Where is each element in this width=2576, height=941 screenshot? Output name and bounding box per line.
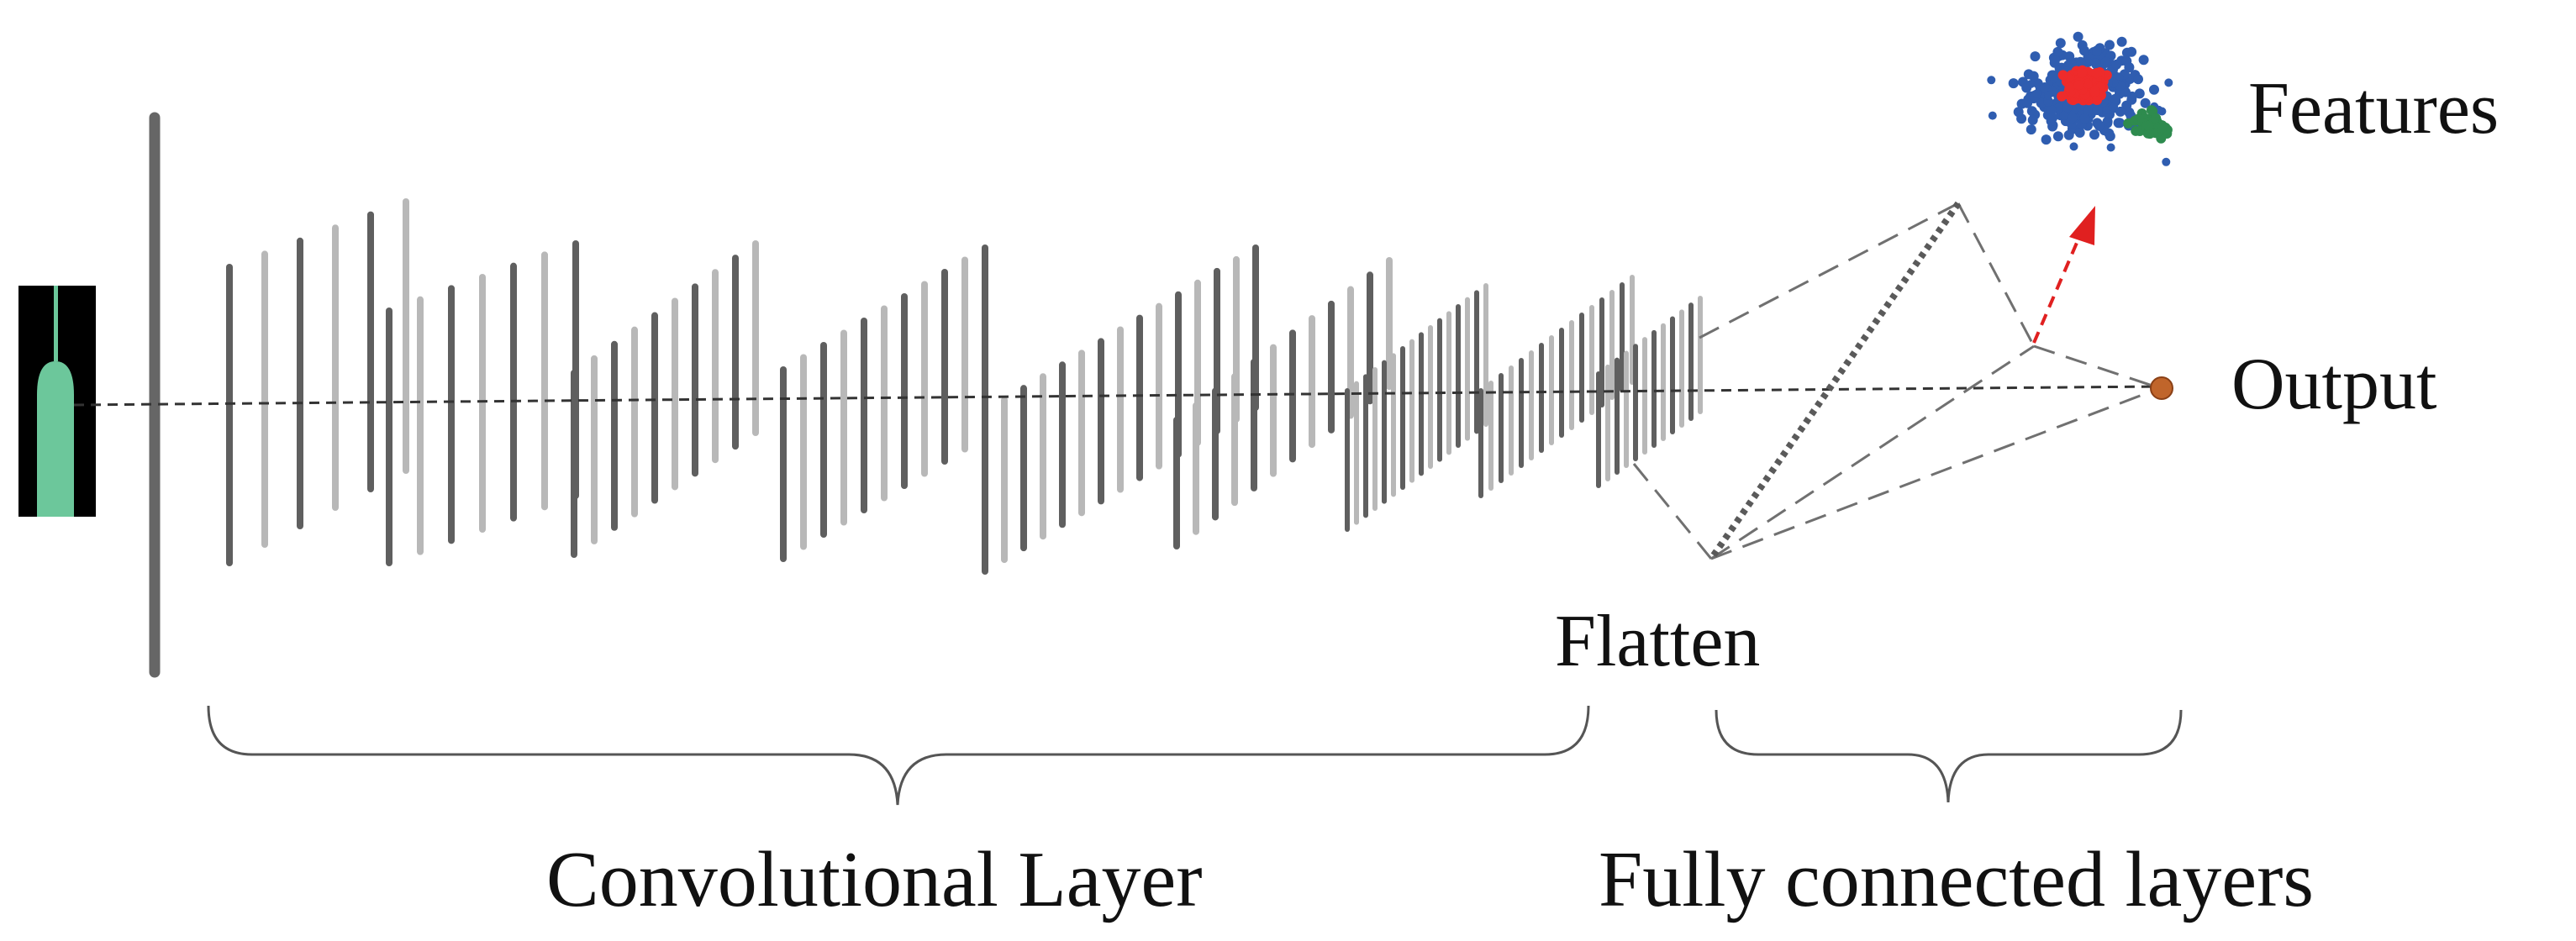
feature-point-green xyxy=(2146,105,2157,116)
feature-point-blue xyxy=(2149,84,2159,95)
feature-point-red xyxy=(2064,82,2075,93)
feature-point-blue xyxy=(2028,71,2039,81)
feature-point-blue xyxy=(2039,82,2050,92)
feature-point-blue xyxy=(2105,131,2115,142)
fc-line-node-c-to-node-b xyxy=(1710,344,2035,560)
output-node xyxy=(2150,376,2173,400)
feature-point-red xyxy=(2082,78,2093,89)
feature-point-blue xyxy=(2044,91,2052,100)
feature-point-blue xyxy=(2069,142,2078,151)
data-flow-dashed-line xyxy=(73,385,2161,407)
input-image-stem xyxy=(54,286,58,361)
feature-point-blue xyxy=(2089,129,2099,140)
feature-scatter-cluster xyxy=(1987,31,2173,166)
feature-point-red xyxy=(2091,68,2102,79)
flatten-label: Flatten xyxy=(1555,601,1760,682)
feature-point-blue xyxy=(2008,78,2019,89)
feature-point-green xyxy=(2157,122,2168,133)
feature-point-red xyxy=(2092,95,2103,105)
fully-connected-lines xyxy=(1632,201,2161,561)
feature-point-blue xyxy=(2041,134,2052,145)
feature-point-blue xyxy=(2126,94,2137,105)
feature-point-blue xyxy=(2073,31,2083,42)
feature-point-blue xyxy=(2043,96,2053,107)
fc-line-node-b-to-output xyxy=(2033,344,2161,390)
input-image xyxy=(18,286,96,517)
feature-point-blue xyxy=(2116,36,2127,47)
feature-point-blue xyxy=(2022,97,2033,108)
feature-point-blue xyxy=(2162,157,2171,166)
feature-point-blue xyxy=(2140,97,2151,108)
feature-point-blue xyxy=(2032,89,2041,98)
feature-point-blue xyxy=(2094,120,2105,131)
feature-point-blue xyxy=(2074,127,2085,138)
feature-point-blue xyxy=(2027,114,2038,125)
fc-line-node-a-to-node-b xyxy=(1957,202,2036,347)
output-label: Output xyxy=(2231,344,2436,425)
feature-point-blue xyxy=(1987,76,1996,85)
fc-line-flatten-bottom-to-node-c xyxy=(1632,463,1713,560)
feature-point-blue xyxy=(2052,131,2063,142)
feature-point-blue xyxy=(2026,124,2036,135)
feature-point-red xyxy=(2057,70,2068,81)
feature-point-blue xyxy=(2138,55,2149,66)
feature-point-red xyxy=(2057,91,2068,102)
fully-connected-layers-label: Fully connected layers xyxy=(1599,836,2314,923)
feature-point-blue xyxy=(2026,80,2036,88)
feature-point-red xyxy=(2077,67,2088,78)
feature-point-blue xyxy=(2100,56,2111,67)
convolutional-layer-bars xyxy=(226,198,1703,575)
feature-point-blue xyxy=(2030,51,2041,62)
input-image-shape xyxy=(37,361,74,517)
convolutional-layer-label: Convolutional Layer xyxy=(546,836,1203,923)
feature-point-blue xyxy=(2111,59,2122,70)
fully-connected-layers-brace xyxy=(1715,709,2183,803)
feature-point-red xyxy=(2073,80,2084,91)
fc-line-flatten-top-to-node-a xyxy=(1699,202,1959,339)
feature-point-blue xyxy=(1988,111,1997,120)
feature-point-blue xyxy=(2055,38,2066,49)
features-arrow-head xyxy=(2069,206,2095,245)
feature-point-blue xyxy=(2110,93,2120,104)
feature-point-blue xyxy=(2046,105,2057,115)
feature-point-red xyxy=(2089,87,2100,97)
feature-point-blue xyxy=(2079,113,2090,124)
features-arrow xyxy=(2032,206,2095,344)
feature-point-blue xyxy=(2124,62,2135,73)
feature-point-blue xyxy=(2052,46,2063,57)
feature-point-blue xyxy=(2121,47,2132,58)
feature-point-blue xyxy=(2076,57,2087,68)
feature-point-blue xyxy=(2115,118,2126,129)
feature-point-green xyxy=(2143,121,2154,131)
feature-point-blue xyxy=(2105,39,2115,50)
feature-point-blue xyxy=(2059,109,2069,120)
feature-point-blue xyxy=(2064,51,2075,62)
feature-point-blue xyxy=(2115,106,2126,117)
feature-point-blue xyxy=(2134,88,2145,99)
feature-point-blue xyxy=(2106,143,2115,152)
feature-point-blue xyxy=(2050,55,2060,66)
feature-point-blue xyxy=(2067,113,2078,124)
feature-point-blue xyxy=(2062,102,2073,113)
features-label: Features xyxy=(2248,68,2499,150)
feature-point-blue xyxy=(2092,105,2103,115)
feature-point-blue xyxy=(2079,45,2089,56)
feature-point-blue xyxy=(2092,45,2102,56)
feature-point-blue xyxy=(2013,107,2024,118)
feature-point-blue xyxy=(2164,78,2173,87)
fc-line-node-c-to-output xyxy=(1710,386,2161,560)
feature-point-blue xyxy=(2047,112,2058,123)
feature-point-blue xyxy=(2133,74,2143,85)
convolutional-layer-brace xyxy=(207,705,1590,806)
fc-line-node-a-to-node-c-dotted xyxy=(1708,201,1962,561)
